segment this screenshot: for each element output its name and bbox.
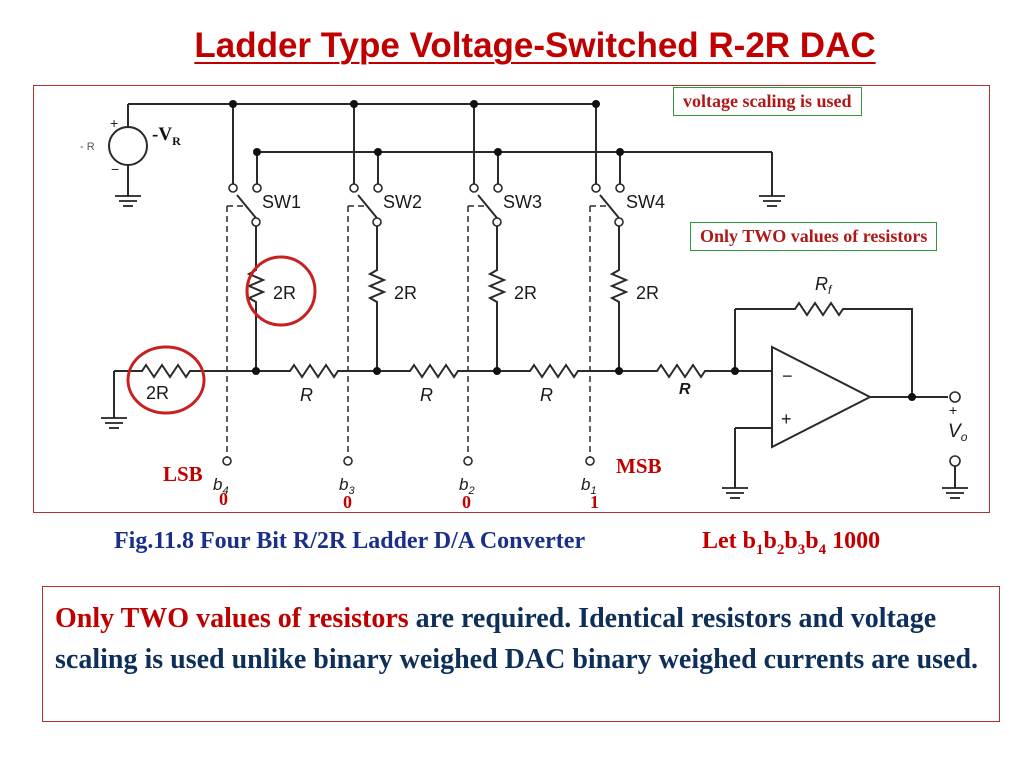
bit-value: 1	[590, 492, 599, 512]
output-label: Vo	[948, 421, 968, 444]
resistor-label: 2R	[146, 383, 169, 403]
source-plus: +	[110, 115, 118, 131]
resistor-label: R	[300, 385, 313, 405]
switch-label: SW2	[383, 192, 422, 212]
bit-label: b1	[581, 475, 597, 497]
bit-value: 0	[219, 489, 228, 509]
resistor-label: R	[679, 381, 691, 398]
source-tiny-label: - R	[80, 141, 95, 153]
voltage-source	[108, 126, 148, 166]
circuit-diagram: + − - R -VR SW1 SW2 SW3 SW4 2R 2R 2R 2R …	[80, 100, 969, 512]
circuit-frame	[33, 85, 990, 513]
resistor-label: R	[420, 385, 433, 405]
resistor-label: 2R	[514, 283, 537, 303]
opamp-minus: −	[782, 366, 793, 386]
highlight-circle-2r-shunt	[245, 255, 317, 327]
switch-label: SW1	[262, 192, 301, 212]
bit-label: b2	[459, 475, 475, 497]
bit-label: b4	[213, 475, 229, 497]
figure-caption: Fig.11.8 Four Bit R/2R Ladder D/A Conver…	[114, 528, 586, 554]
switch-label: SW4	[626, 192, 665, 212]
description-box: Only TWO values of resistors are require…	[42, 586, 1000, 722]
let-statement: Let b1b2b3b4 1000	[702, 528, 881, 558]
bit-value: 0	[343, 492, 352, 512]
op-amp	[771, 345, 873, 449]
bit-label: b3	[339, 475, 355, 497]
opamp-plus: +	[781, 409, 792, 429]
source-label: -VR	[152, 124, 181, 148]
page-title: Ladder Type Voltage-Switched R-2R DAC	[0, 26, 1024, 66]
switch-label: SW3	[503, 192, 542, 212]
source-minus: −	[111, 161, 119, 177]
note-voltage-scaling: voltage scaling is used	[673, 87, 862, 116]
output-plus: +	[949, 402, 957, 418]
bit-value: 0	[462, 492, 471, 512]
msb-label: MSB	[616, 454, 662, 478]
highlight-circle-2r-termination	[126, 345, 206, 415]
resistor-label: R	[540, 385, 553, 405]
lsb-label: LSB	[163, 462, 203, 486]
page-title-text: Ladder Type Voltage-Switched R-2R DAC	[194, 26, 876, 65]
note-two-values: Only TWO values of resistors	[690, 222, 938, 251]
resistor-label: 2R	[636, 283, 659, 303]
resistor-label: 2R	[273, 283, 296, 303]
resistor-label: 2R	[394, 283, 417, 303]
description-text: are required. Identical resistors and vo…	[55, 603, 979, 675]
feedback-resistor-label: Rf	[815, 274, 833, 297]
description-highlight: Only TWO values of resistors	[55, 603, 409, 634]
